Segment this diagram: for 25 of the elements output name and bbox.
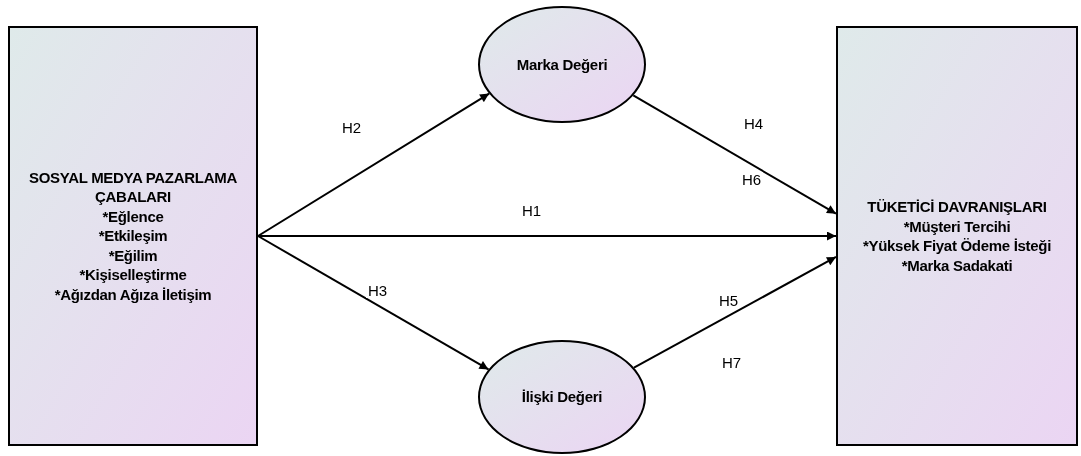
heading-text: SOSYAL MEDYA PAZARLAMA ÇABALARI xyxy=(28,167,238,207)
item-text: *Kişiselleştirme xyxy=(79,265,187,285)
item-text: *Yüksek Fiyat Ödeme İsteği xyxy=(862,236,1052,256)
arrow xyxy=(257,231,837,241)
edge-label: H4 xyxy=(742,116,766,131)
item-text: *Müşteri Tercihi xyxy=(903,216,1011,236)
path-label: H6 xyxy=(740,172,764,187)
item-text: *Eğilim xyxy=(108,245,158,266)
construct-box xyxy=(836,26,1078,446)
arrow xyxy=(257,92,491,237)
edge-label: H1 xyxy=(520,203,544,218)
path-label: H7 xyxy=(720,355,744,370)
item-text: *Ağızdan Ağıza İletişim xyxy=(54,284,212,305)
heading-text: İlişki Değeri xyxy=(521,387,603,407)
edge-label: H2 xyxy=(340,120,364,135)
heading-text: TÜKETİCİ DAVRANIŞLARI xyxy=(867,197,1047,217)
item-text: *Eğlence xyxy=(102,206,164,227)
edge-label: H3 xyxy=(366,283,390,298)
arrow xyxy=(633,255,837,369)
heading-text: Marka Değeri xyxy=(516,54,608,75)
edge-label: H5 xyxy=(717,293,741,308)
item-text: *Etkileşim xyxy=(98,226,168,246)
item-text: *Marka Sadakati xyxy=(901,255,1013,275)
arrow xyxy=(632,94,837,215)
construct-box xyxy=(8,26,258,446)
